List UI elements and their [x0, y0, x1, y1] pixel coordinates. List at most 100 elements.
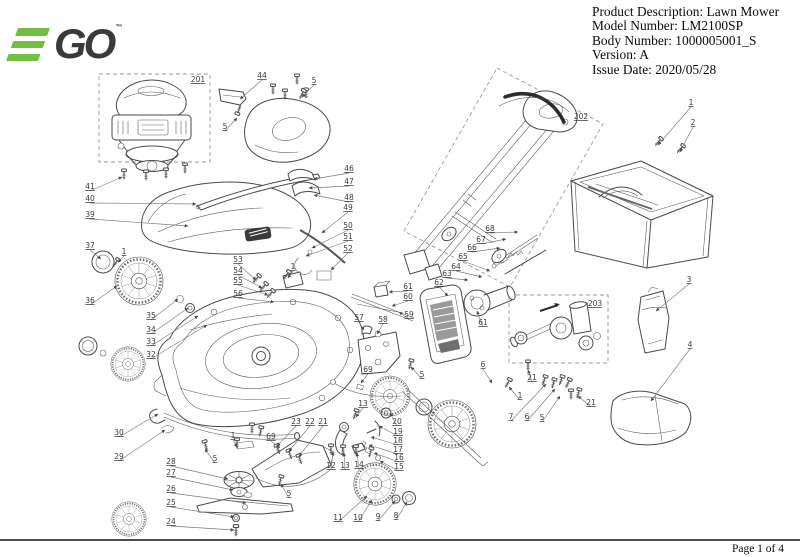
- mulch-plug-drawing: [251, 439, 335, 488]
- issue-date-line: Issue Date: 2020/05/28: [592, 61, 717, 77]
- lever-cluster-drawing: [334, 407, 392, 461]
- leader-line: [89, 176, 123, 192]
- callout-21: 21: [318, 417, 328, 426]
- callout-15: 15: [394, 462, 404, 471]
- callout-16: 16: [394, 453, 404, 462]
- callout-5: 5: [213, 454, 218, 463]
- leader-line: [321, 211, 349, 234]
- callout-37: 37: [85, 241, 95, 250]
- leader-line: [360, 373, 369, 384]
- callout-5: 5: [223, 122, 228, 131]
- leader-line: [237, 263, 257, 281]
- callout-4: 4: [688, 340, 693, 349]
- leader-line: [357, 499, 373, 523]
- body-number-line: Body Number: 1000005001_S: [592, 32, 757, 48]
- leader-line: [370, 436, 399, 446]
- ego-logo-go-text: GO: [54, 20, 116, 68]
- leader-line: [270, 440, 281, 449]
- leader-line: [280, 483, 290, 499]
- leader-line: [118, 413, 159, 438]
- leader-line: [657, 106, 692, 146]
- callout-22: 22: [305, 417, 315, 426]
- callout-33: 33: [146, 337, 156, 346]
- leader-line: [510, 383, 547, 422]
- callout-68: 68: [485, 224, 495, 233]
- callout-52: 52: [343, 244, 353, 253]
- leader-line: [389, 412, 398, 427]
- callout-1: 1: [518, 391, 523, 400]
- callout-59: 59: [404, 310, 414, 319]
- callout-30: 30: [114, 428, 124, 437]
- callout-69: 69: [266, 432, 276, 441]
- callout-28: 28: [166, 457, 176, 466]
- leader-line: [301, 84, 315, 98]
- callout-17: 17: [393, 445, 403, 454]
- side-cover-drawing: [610, 390, 692, 446]
- leader-line: [489, 230, 519, 234]
- leader-line: [311, 229, 349, 249]
- callout-46: 46: [344, 164, 354, 173]
- leader-line: [679, 126, 694, 153]
- leader-line: [150, 298, 179, 321]
- callout-54: 54: [233, 266, 243, 275]
- leader-line: [391, 300, 409, 307]
- leader-line: [89, 285, 118, 306]
- leader-line: [232, 439, 238, 448]
- leader-line: [650, 348, 691, 402]
- leader-line: [224, 117, 238, 132]
- motor-assembly-drawing: [111, 79, 192, 172]
- leader-line: [378, 425, 399, 437]
- callout-6: 6: [481, 360, 486, 369]
- leader-line: [455, 270, 483, 278]
- callout-202: 202: [574, 112, 589, 121]
- leader-line: [410, 366, 423, 380]
- callout-65: 65: [458, 252, 468, 261]
- leader-line: [118, 429, 166, 462]
- leader-line: [204, 448, 216, 464]
- callout-6: 6: [525, 412, 530, 421]
- callout-201: 201: [191, 75, 206, 84]
- callout-5: 5: [312, 76, 317, 85]
- leader-line: [438, 286, 449, 297]
- grass-bag-drawing: [570, 160, 714, 269]
- callout-58: 58: [378, 315, 388, 324]
- leader-line: [446, 277, 469, 282]
- callout-11: 11: [333, 513, 343, 522]
- leader-line: [577, 395, 592, 408]
- console-cover-drawing: [244, 97, 331, 163]
- callout-10: 10: [353, 513, 363, 522]
- callout-29: 29: [114, 452, 124, 461]
- callout-13: 13: [358, 399, 368, 408]
- callout-39: 39: [85, 210, 95, 219]
- callout-13: 13: [340, 461, 350, 470]
- callout-203: 203: [588, 299, 603, 308]
- callout-61: 61: [478, 318, 488, 327]
- ego-logo: GO ™: [5, 20, 122, 68]
- callout-20: 20: [392, 417, 402, 426]
- callout-12: 12: [326, 461, 336, 470]
- leader-line: [89, 202, 197, 206]
- leader-line: [117, 255, 125, 263]
- leader-line: [276, 425, 297, 447]
- callout-27: 27: [166, 468, 176, 477]
- leader-line: [471, 246, 501, 253]
- rear-door-drawing: [419, 284, 472, 364]
- leader-line: [526, 388, 556, 422]
- callout-3: 3: [687, 275, 692, 284]
- leader-line: [330, 451, 335, 471]
- assembly-box-203: [508, 294, 609, 364]
- leader-line: [313, 193, 350, 203]
- callout-50: 50: [343, 221, 353, 230]
- leader-line: [287, 270, 294, 279]
- callout-7: 7: [509, 412, 514, 421]
- leader-line: [482, 368, 493, 384]
- callout-55: 55: [233, 276, 243, 285]
- latch-cover-drawing: [218, 88, 247, 106]
- callout-24: 24: [166, 517, 176, 526]
- leader-line: [355, 452, 360, 470]
- leader-line: [305, 240, 349, 257]
- callout-66: 66: [467, 243, 477, 252]
- callout-18: 18: [393, 436, 403, 445]
